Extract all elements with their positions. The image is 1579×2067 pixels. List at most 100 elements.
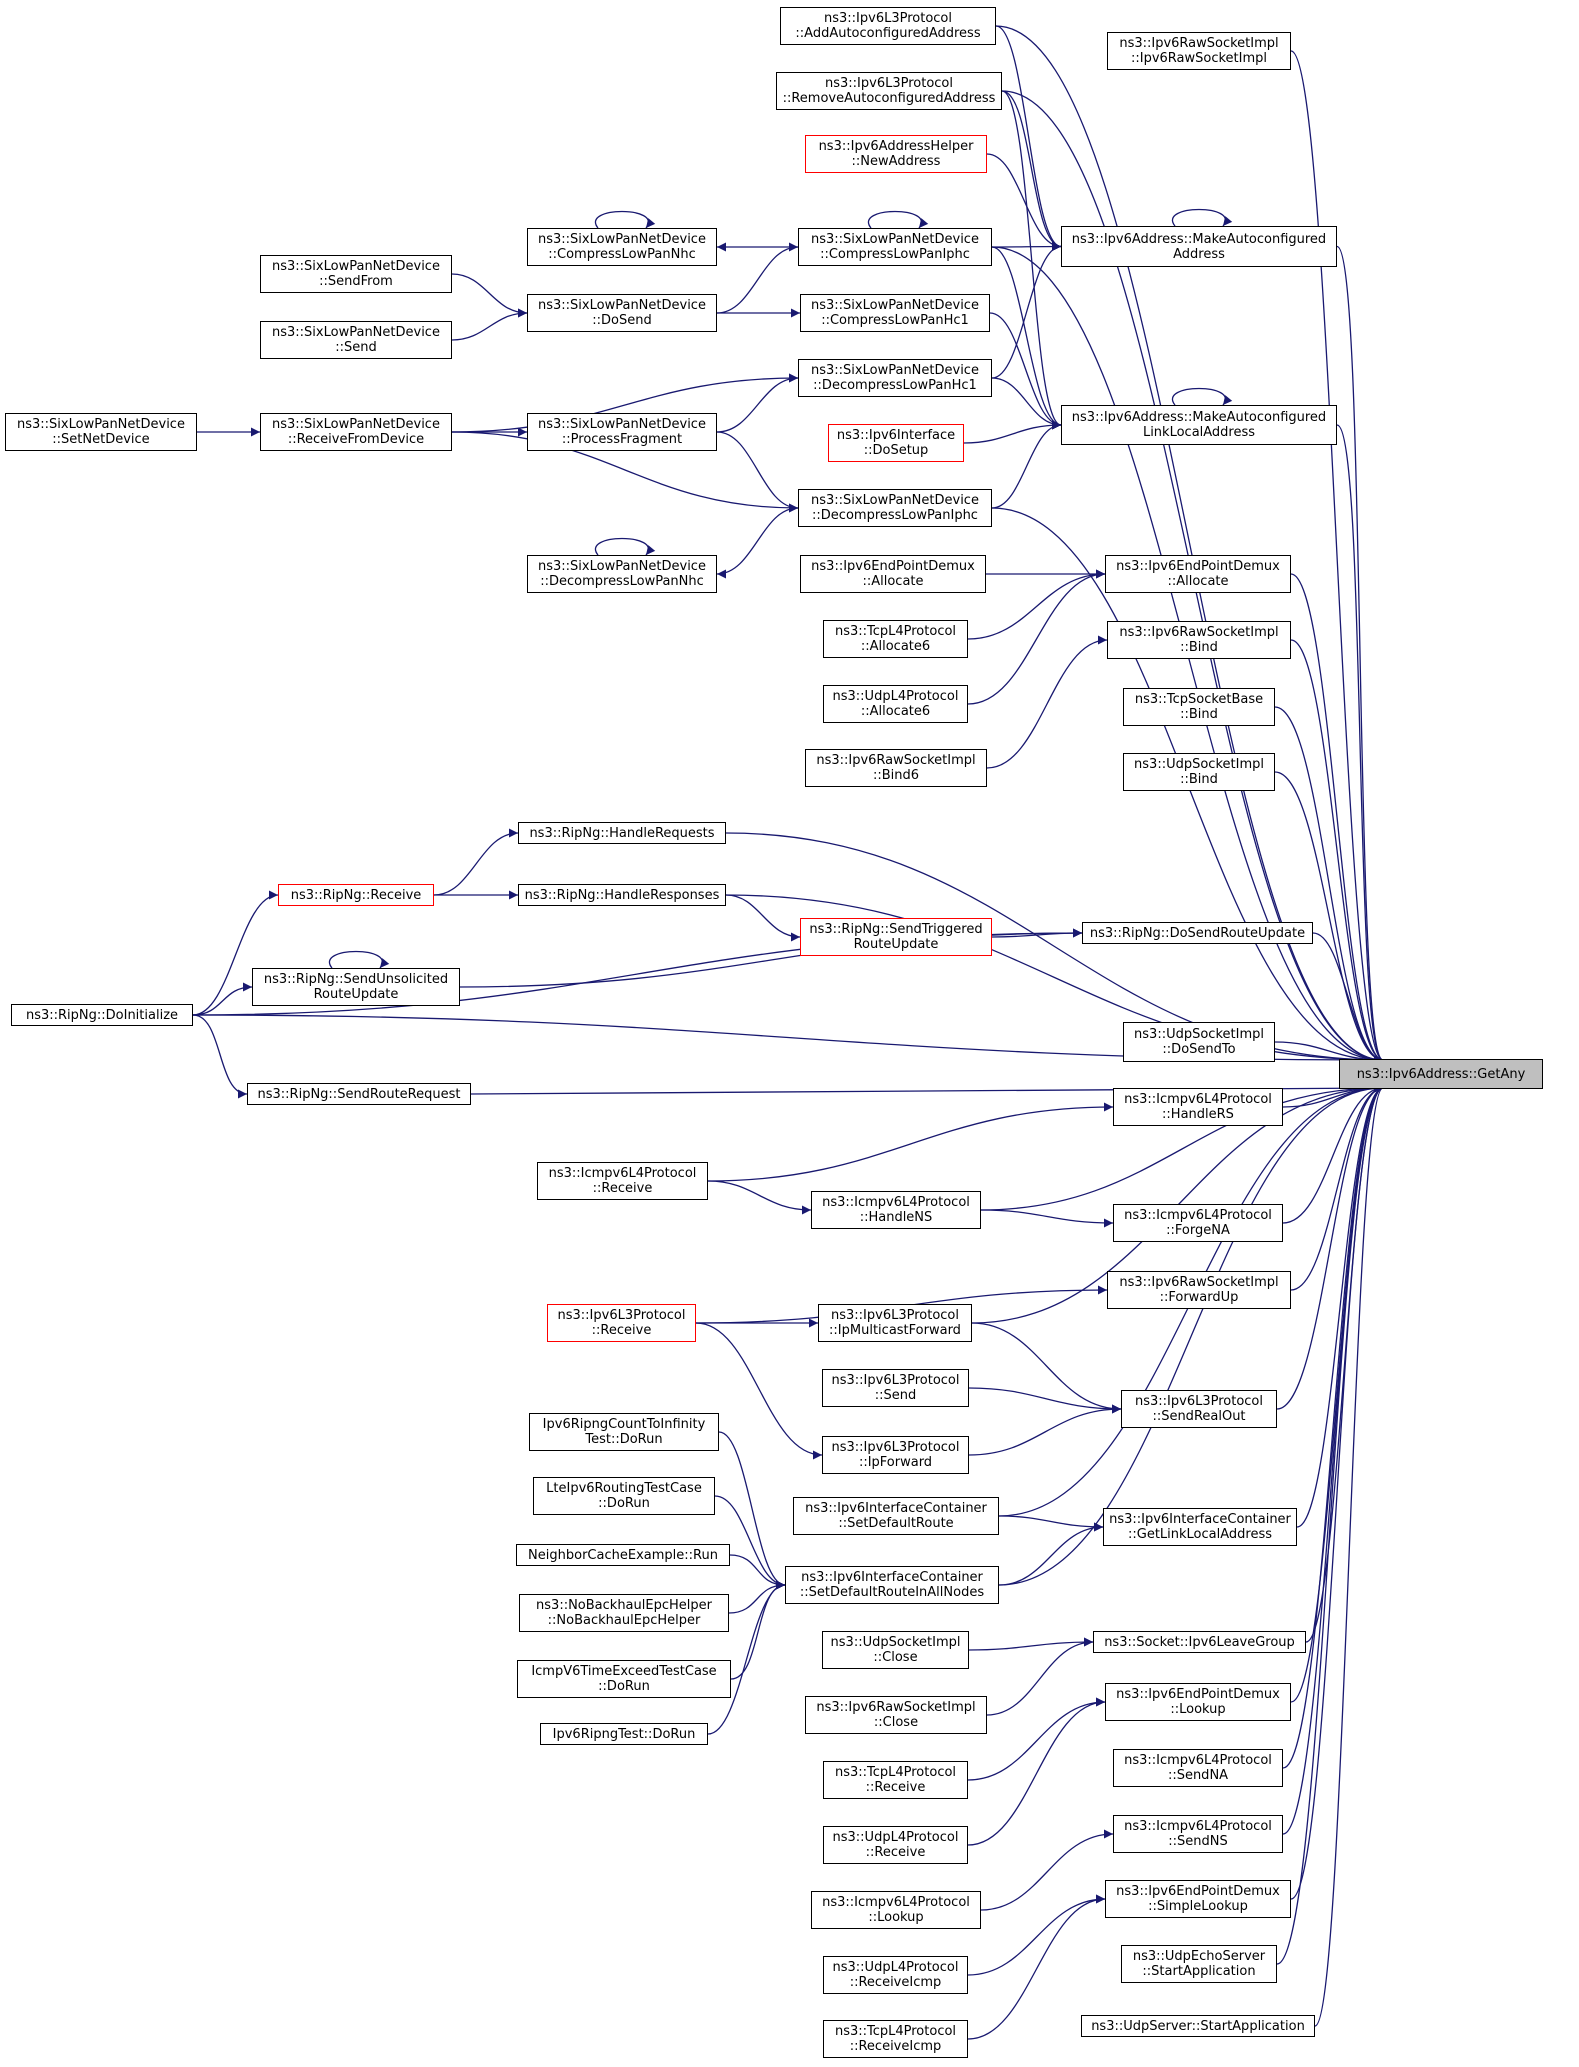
node-label: ns3::SixLowPanNetDevice [811, 493, 979, 508]
node-setdefaultroute[interactable]: ns3::Ipv6InterfaceContainer::SetDefaultR… [793, 1497, 999, 1535]
node-label: ns3::UdpServer::StartApplication [1091, 2018, 1305, 2034]
node-send6lp[interactable]: ns3::SixLowPanNetDevice::Send [260, 321, 452, 359]
node-ripngtest[interactable]: Ipv6RipngTest::DoRun [540, 1723, 708, 1745]
node-label: ::CompressLowPanNhc [548, 247, 696, 262]
node-dosend[interactable]: ns3::SixLowPanNetDevice::DoSend [527, 294, 717, 332]
node-decompresshc1[interactable]: ns3::SixLowPanNetDevice::DecompressLowPa… [798, 359, 992, 397]
node-label: ns3::Ipv6EndPointDemux [1116, 1687, 1280, 1702]
edge-udpecho_start-to-getany [1276, 1083, 1384, 1965]
node-ipmulticastforward[interactable]: ns3::Ipv6L3Protocol::IpMulticastForward [818, 1304, 972, 1342]
node-lteipv6test[interactable]: LteIpv6RoutingTestCase::DoRun [533, 1477, 715, 1515]
node-label: ns3::SixLowPanNetDevice [272, 259, 440, 274]
node-udpserver-start[interactable]: ns3::UdpServer::StartApplication [1081, 2015, 1315, 2037]
edge-ripngcounttest-to-setdefaultall [718, 1431, 786, 1590]
node-sendns[interactable]: ns3::Icmpv6L4Protocol::SendNS [1113, 1815, 1283, 1853]
node-label: ns3::SixLowPanNetDevice [272, 417, 440, 432]
edge-compresshc1-to-makeautolinklocal [989, 312, 1062, 430]
node-sendna[interactable]: ns3::Icmpv6L4Protocol::SendNA [1113, 1749, 1283, 1787]
node-decompressiphc[interactable]: ns3::SixLowPanNetDevice::DecompressLowPa… [798, 489, 992, 527]
node-ifacedosetup[interactable]: ns3::Ipv6Interface::DoSetup [828, 424, 964, 462]
node-sendrouterequest[interactable]: ns3::RipNg::SendRouteRequest [247, 1083, 471, 1105]
node-udp-allocate6[interactable]: ns3::UdpL4Protocol::Allocate6 [823, 685, 968, 723]
node-sendfrom[interactable]: ns3::SixLowPanNetDevice::SendFrom [260, 255, 452, 293]
node-rawsock-bind6[interactable]: ns3::Ipv6RawSocketImpl::Bind6 [805, 749, 987, 787]
node-compresshc1[interactable]: ns3::SixLowPanNetDevice::CompressLowPanH… [800, 294, 990, 332]
node-forgena[interactable]: ns3::Icmpv6L4Protocol::ForgeNA [1113, 1204, 1283, 1242]
edge-removeautoconf-to-makeautoaddr [1001, 90, 1062, 251]
node-l3-receive[interactable]: ns3::Ipv6L3Protocol::Receive [547, 1304, 696, 1342]
node-udpecho-start[interactable]: ns3::UdpEchoServer::StartApplication [1121, 1945, 1277, 1983]
node-setdefaultall[interactable]: ns3::Ipv6InterfaceContainer::SetDefaultR… [785, 1566, 999, 1604]
node-label: ::SetDefaultRouteInAllNodes [799, 1585, 985, 1600]
node-label: ::Close [873, 1650, 918, 1665]
node-handlens[interactable]: ns3::Icmpv6L4Protocol::HandleNS [811, 1191, 981, 1229]
edge-ripng_doinit-to-sendrouterequest [192, 1014, 248, 1099]
node-label: ::HandleRS [1162, 1107, 1234, 1122]
node-udpsock-close[interactable]: ns3::UdpSocketImpl::Close [822, 1631, 969, 1669]
node-processfragment[interactable]: ns3::SixLowPanNetDevice::ProcessFragment [527, 413, 717, 451]
edge-ripng_doinit-to-sendunsolicited [192, 982, 253, 1016]
node-rawsock-ctor[interactable]: ns3::Ipv6RawSocketImpl::Ipv6RawSocketImp… [1107, 32, 1291, 70]
node-decompressnhc[interactable]: ns3::SixLowPanNetDevice::DecompressLowPa… [527, 555, 717, 593]
edge-ifacedosetup-to-makeautolinklocal [963, 420, 1062, 444]
node-tcp-receive[interactable]: ns3::TcpL4Protocol::Receive [823, 1761, 968, 1799]
edge-compressnhc-to-compressnhc [594, 210, 656, 229]
node-nobackhaul[interactable]: ns3::NoBackhaulEpcHelper::NoBackhaulEpcH… [519, 1594, 729, 1632]
node-neighborcache[interactable]: NeighborCacheExample::Run [516, 1544, 730, 1566]
node-handlerequests[interactable]: ns3::RipNg::HandleRequests [518, 822, 726, 844]
node-label: ns3::Ipv6L3Protocol [1135, 1394, 1263, 1409]
node-l3-send[interactable]: ns3::Ipv6L3Protocol::Send [822, 1369, 969, 1407]
edge-addautoconf-to-getany [995, 25, 1384, 1065]
node-getlinklocal[interactable]: ns3::Ipv6InterfaceContainer::GetLinkLoca… [1103, 1508, 1297, 1546]
node-udpsock-bind[interactable]: ns3::UdpSocketImpl::Bind [1123, 753, 1275, 791]
node-icmp-lookup[interactable]: ns3::Icmpv6L4Protocol::Lookup [811, 1891, 981, 1929]
edge-makeautolinklocal-to-getany [1336, 424, 1384, 1065]
node-epdemux-alloc1[interactable]: ns3::Ipv6EndPointDemux::Allocate [1105, 555, 1291, 593]
node-label: ::Receive [865, 1780, 926, 1795]
node-rawsock-bind[interactable]: ns3::Ipv6RawSocketImpl::Bind [1107, 621, 1291, 659]
node-leavegroup[interactable]: ns3::Socket::Ipv6LeaveGroup [1093, 1631, 1306, 1653]
node-ipforward[interactable]: ns3::Ipv6L3Protocol::IpForward [822, 1436, 969, 1474]
node-receivefromdevice[interactable]: ns3::SixLowPanNetDevice::ReceiveFromDevi… [260, 413, 452, 451]
edge-forgena-to-getany [1282, 1083, 1384, 1224]
node-setnetdevice[interactable]: ns3::SixLowPanNetDevice::SetNetDevice [5, 413, 197, 451]
node-label: ns3::Socket::Ipv6LeaveGroup [1104, 1634, 1295, 1650]
node-tcpsock-bind[interactable]: ns3::TcpSocketBase::Bind [1123, 688, 1275, 726]
edge-tcp_receive-to-epdemux_lookup [967, 1697, 1106, 1781]
node-label: Ipv6RipngCountToInfinity [542, 1417, 706, 1432]
node-udp-receiveicmp[interactable]: ns3::UdpL4Protocol::ReceiveIcmp [823, 1956, 968, 1994]
node-newaddress[interactable]: ns3::Ipv6AddressHelper::NewAddress [805, 135, 987, 173]
node-udp-receive[interactable]: ns3::UdpL4Protocol::Receive [823, 1826, 968, 1864]
node-sendrealout[interactable]: ns3::Ipv6L3Protocol::SendRealOut [1121, 1390, 1277, 1428]
edge-setdefaultall-to-getlinklocal [998, 1522, 1104, 1586]
edge-decompresshc1-to-makeautolinklocal [991, 377, 1062, 430]
node-label: ::DoRun [598, 1679, 650, 1694]
node-udpsock-dosendto[interactable]: ns3::UdpSocketImpl::DoSendTo [1123, 1022, 1275, 1062]
node-tcp-receiveicmp[interactable]: ns3::TcpL4Protocol::ReceiveIcmp [823, 2020, 968, 2058]
node-epdemux-alloc2[interactable]: ns3::Ipv6EndPointDemux::Allocate [800, 555, 986, 593]
node-label: ns3::SixLowPanNetDevice [538, 559, 706, 574]
node-label: ns3::Icmpv6L4Protocol [1124, 1092, 1272, 1107]
node-simplelookup[interactable]: ns3::Ipv6EndPointDemux::SimpleLookup [1105, 1880, 1291, 1918]
node-ripng-receive[interactable]: ns3::RipNg::Receive [278, 884, 434, 906]
node-tcp-allocate6[interactable]: ns3::TcpL4Protocol::Allocate6 [823, 620, 968, 658]
node-handleresponses[interactable]: ns3::RipNg::HandleResponses [518, 884, 726, 906]
node-compressnhc[interactable]: ns3::SixLowPanNetDevice::CompressLowPanN… [527, 228, 717, 266]
node-compressiphc[interactable]: ns3::SixLowPanNetDevice::CompressLowPanI… [798, 228, 992, 266]
node-handlers[interactable]: ns3::Icmpv6L4Protocol::HandleRS [1113, 1088, 1283, 1126]
node-ripng-doinit[interactable]: ns3::RipNg::DoInitialize [11, 1004, 193, 1026]
node-epdemux-lookup[interactable]: ns3::Ipv6EndPointDemux::Lookup [1105, 1683, 1291, 1721]
node-icmp-receive[interactable]: ns3::Icmpv6L4Protocol::Receive [537, 1162, 708, 1200]
node-icmptimeexceed[interactable]: IcmpV6TimeExceedTestCase::DoRun [517, 1660, 731, 1698]
node-removeautoconf[interactable]: ns3::Ipv6L3Protocol::RemoveAutoconfigure… [776, 72, 1002, 110]
node-rawsock-forwardup[interactable]: ns3::Ipv6RawSocketImpl::ForwardUp [1107, 1271, 1291, 1309]
node-rawsock-close[interactable]: ns3::Ipv6RawSocketImpl::Close [805, 1696, 987, 1734]
node-dosendrouteupdate[interactable]: ns3::RipNg::DoSendRouteUpdate [1082, 922, 1313, 944]
node-label: ::CompressLowPanIphc [820, 247, 970, 262]
node-addautoconf[interactable]: ns3::Ipv6L3Protocol::AddAutoconfiguredAd… [780, 7, 996, 45]
